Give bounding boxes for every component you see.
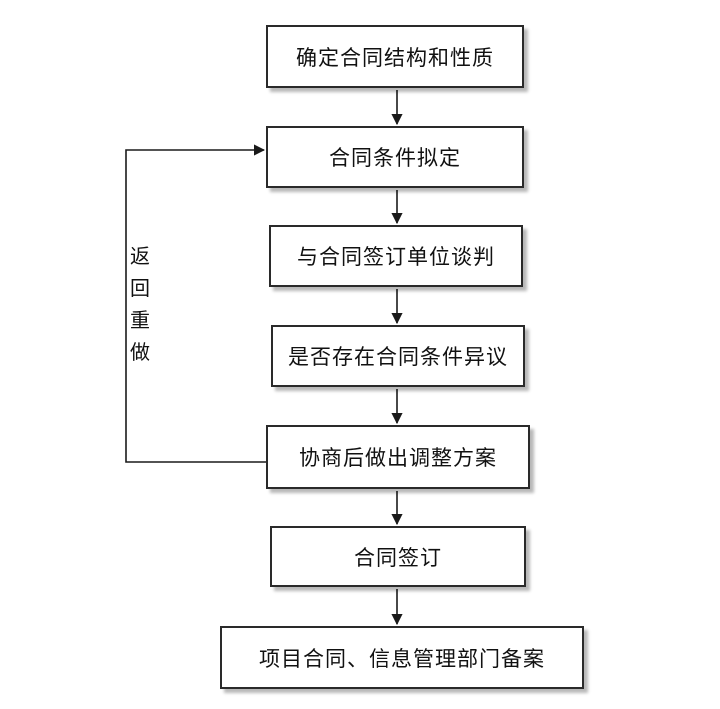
step-file-with-management-department: 项目合同、信息管理部门备案 (220, 626, 584, 689)
step-draft-contract-conditions: 合同条件拟定 (266, 126, 524, 188)
loop-label-char: 返 (130, 244, 150, 268)
step-check-condition-objections: 是否存在合同条件异议 (271, 325, 525, 387)
step-determine-contract-structure: 确定合同结构和性质 (266, 25, 524, 88)
loop-back-arrow (125, 144, 266, 463)
loop-label-char: 做 (130, 340, 150, 364)
loop-label-char: 回 (130, 276, 150, 300)
loop-back-label: 返 回 重 做 (127, 240, 153, 368)
step-negotiate-with-signing-party: 与合同签订单位谈判 (269, 225, 523, 287)
loop-label-char: 重 (130, 308, 150, 332)
step-adjustment-plan: 协商后做出调整方案 (266, 425, 530, 489)
step-sign-contract: 合同签订 (270, 526, 526, 587)
